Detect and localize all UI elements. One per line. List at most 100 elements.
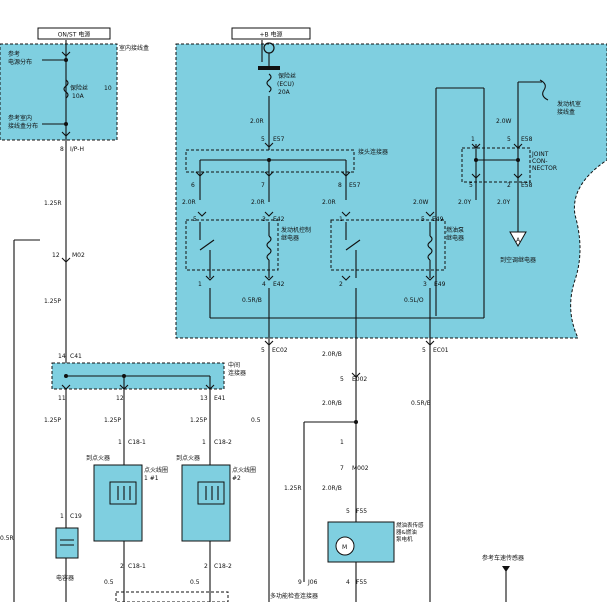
relay2-pin1: 1 — [339, 216, 343, 223]
b-plus-power-box — [231, 27, 311, 40]
fuel-pump-1: 燃油表传感 — [396, 521, 424, 529]
conn-m002: M002 — [352, 465, 369, 472]
left-fuse-name: 保险丝 — [70, 84, 88, 92]
conn-c18-2: C18-2 — [214, 439, 232, 446]
wire-2rb-1: 2.0R/B — [322, 351, 342, 358]
pin5-e58-top: 5 — [507, 136, 511, 143]
ignition-coil-2 — [181, 464, 231, 542]
pin7-m002: 7 — [340, 465, 344, 472]
coil2-name-2: #2 — [232, 475, 241, 482]
cross-conn-2: 连接器 — [228, 369, 246, 377]
conn-c18-2-bot: C18-2 — [214, 563, 232, 570]
fuel-pump-3: 泵电机 — [396, 535, 413, 543]
pin12-c41: 12 — [116, 395, 124, 402]
wire-2rb-2: 2.0R/B — [322, 400, 342, 407]
conn-e41: E41 — [214, 395, 226, 402]
coil1-name-1: 点火线圈 — [144, 466, 168, 474]
pin8-e57: 8 — [338, 182, 342, 189]
relay1-name-2: 继电器 — [281, 234, 299, 242]
relay2-pin2: 2 — [339, 281, 343, 288]
relay2-pin5: 5 — [421, 216, 425, 223]
left-conn-name: I/P-H — [70, 146, 84, 153]
pin5-f55: 5 — [346, 508, 350, 515]
wire-05r-left: 0.5R — [0, 535, 14, 542]
ecu-fuse-rating: 20A — [278, 89, 291, 96]
pin1-c18-1: 1 — [118, 439, 122, 446]
b-plus-power-label: +B 电源 — [259, 31, 282, 39]
pin2-e58: 2 — [507, 182, 511, 189]
joint-conn-3: NECTOR — [532, 165, 557, 172]
ignition-coil-1 — [93, 464, 143, 542]
left-fuse-symbol — [63, 79, 69, 99]
svg-text:A: A — [516, 237, 521, 244]
wire-05lo: 0.5L/O — [404, 297, 424, 304]
pin5-e58: 5 — [469, 182, 473, 189]
wire-2y: 2.0Y — [458, 199, 472, 206]
conn-f55-bot: F55 — [356, 579, 367, 586]
relay1-conn-bot: E42 — [273, 281, 285, 288]
pin14-c41: 14 — [58, 353, 66, 360]
left-fuse-rating: 10A — [72, 93, 85, 100]
wire-05-b: 0.5 — [190, 579, 200, 586]
joint-conn-1: JOINT — [531, 151, 549, 158]
pin13-c41: 13 — [200, 395, 208, 402]
pin4-f55: 4 — [346, 579, 350, 586]
relay2-pin3: 3 — [423, 281, 427, 288]
wire-05-a: 0.5 — [104, 579, 114, 586]
engine-box-name-1: 发动机室 — [557, 100, 581, 108]
pin9-j06: 9 — [298, 579, 302, 586]
relay2-name-2: 继电器 — [446, 234, 464, 242]
wire-2w: 2.0W — [496, 118, 512, 125]
capacitor — [55, 527, 79, 559]
ecu-fuse-name: 保险丝 — [278, 72, 296, 80]
conn-m02: M02 — [72, 252, 85, 259]
conn-c41: C41 — [70, 353, 82, 360]
conn-e57-bot: E57 — [349, 182, 361, 189]
pin5-e002: 5 — [340, 376, 344, 383]
conn-e58-bot: E58 — [521, 182, 533, 189]
ignition-label-1: 到点火器 — [86, 454, 110, 462]
pin1-c18-2: 1 — [202, 439, 206, 446]
joint-connector-e58 — [461, 147, 531, 183]
left-ref1-line2: 电源分布 — [8, 58, 32, 66]
relay1-pin5: 5 — [193, 216, 197, 223]
pin5-e57: 5 — [261, 136, 265, 143]
wire-2r-2: 2.0R — [251, 199, 265, 206]
wire-05y: 2.0Y — [497, 199, 511, 206]
conn-ec02: EC02 — [272, 347, 288, 354]
fuel-pump-2: 器&燃油 — [396, 528, 417, 536]
wire-05rb: 0.5R/B — [242, 297, 262, 304]
engine-box-name-2: 接线盒 — [557, 108, 575, 116]
left-ref2-line2: 接线盒分布 — [8, 122, 38, 130]
conn-ec01: EC01 — [433, 347, 449, 354]
pin1-c19: 1 — [60, 513, 64, 520]
engine-control-relay — [185, 219, 279, 271]
relay1-name-1: 发动机控制 — [281, 226, 311, 234]
conn-f55: F55 — [356, 508, 367, 515]
wire-2w-2: 2.0W — [413, 199, 429, 206]
interior-junction-box — [0, 43, 118, 141]
conn-c18-1-bot: C18-1 — [128, 563, 146, 570]
joint-conn-2: CON- — [532, 158, 548, 165]
pin11-c41: 11 — [58, 395, 66, 402]
joint-connector-name: 接头连接器 — [358, 148, 388, 156]
relay2-name-1: 燃油泵 — [446, 226, 464, 234]
relay1-pin3: 3 — [262, 216, 266, 223]
wire-125p-4: 1.25P — [190, 417, 207, 424]
pin1-e58: 1 — [471, 136, 475, 143]
cross-conn-1: 中间 — [228, 361, 240, 369]
pin1-m002: 1 — [340, 439, 344, 446]
pin7-e57: 7 — [261, 182, 265, 189]
left-ref1-line1: 参考 — [8, 50, 20, 58]
svg-text:M: M — [342, 544, 347, 551]
capacitor-label: 电容器 — [56, 574, 74, 582]
coil2-symbol — [197, 481, 225, 505]
coil1-symbol — [109, 481, 137, 505]
on-st-power-box — [37, 27, 111, 40]
left-ref2-line1: 参考室内 — [8, 114, 32, 122]
relay1-pin1: 1 — [198, 281, 202, 288]
coil2-name-1: 点火线圈 — [232, 466, 256, 474]
interior-box-name: 室内接线盒 — [119, 44, 149, 52]
left-fuse-no: 10 — [104, 85, 112, 92]
relay1-pin4: 4 — [262, 281, 266, 288]
